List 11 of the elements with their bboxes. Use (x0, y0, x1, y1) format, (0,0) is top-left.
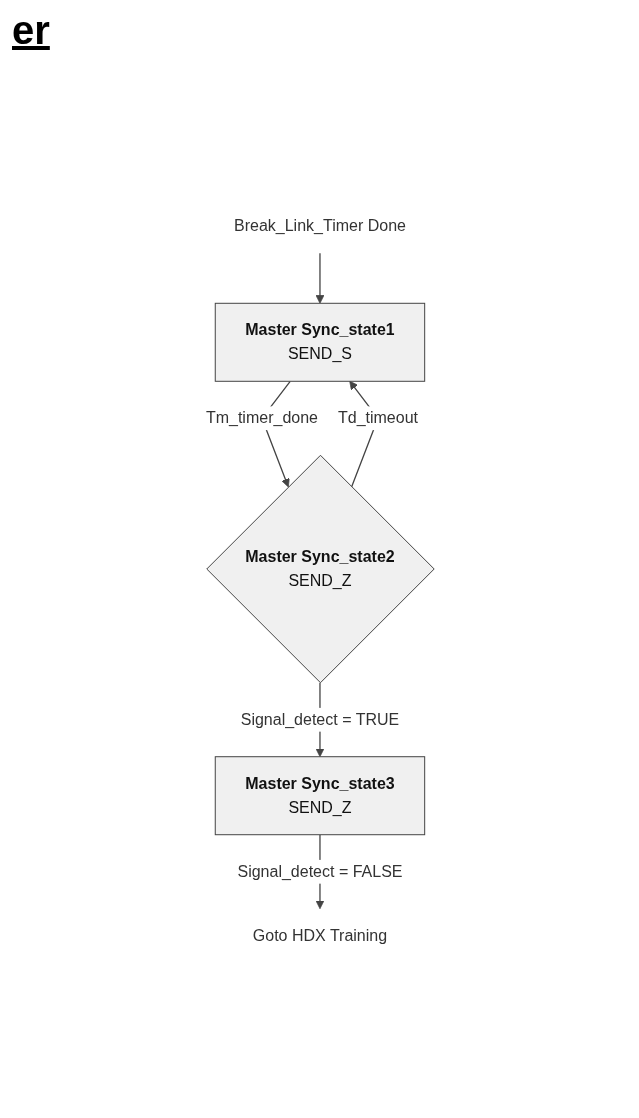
node-text: Break_Link_Timer Done (233, 217, 406, 235)
edge-label: Tm_timer_done (205, 409, 318, 427)
arrow (315, 252, 324, 304)
edge-label: Signal_detect = FALSE (237, 862, 402, 880)
edge-label: Signal_detect = TRUE (240, 710, 399, 728)
node-box: Master Sync_state3 SEND_Z (214, 756, 425, 836)
node-diamond: Master Sync_state2 SEND_Z (205, 454, 435, 684)
edge-label: Td_timeout (337, 409, 418, 427)
node-box: Master Sync_state1 SEND_S (214, 302, 425, 382)
node-text: Goto HDX Training (252, 926, 387, 944)
title: er (12, 8, 50, 53)
